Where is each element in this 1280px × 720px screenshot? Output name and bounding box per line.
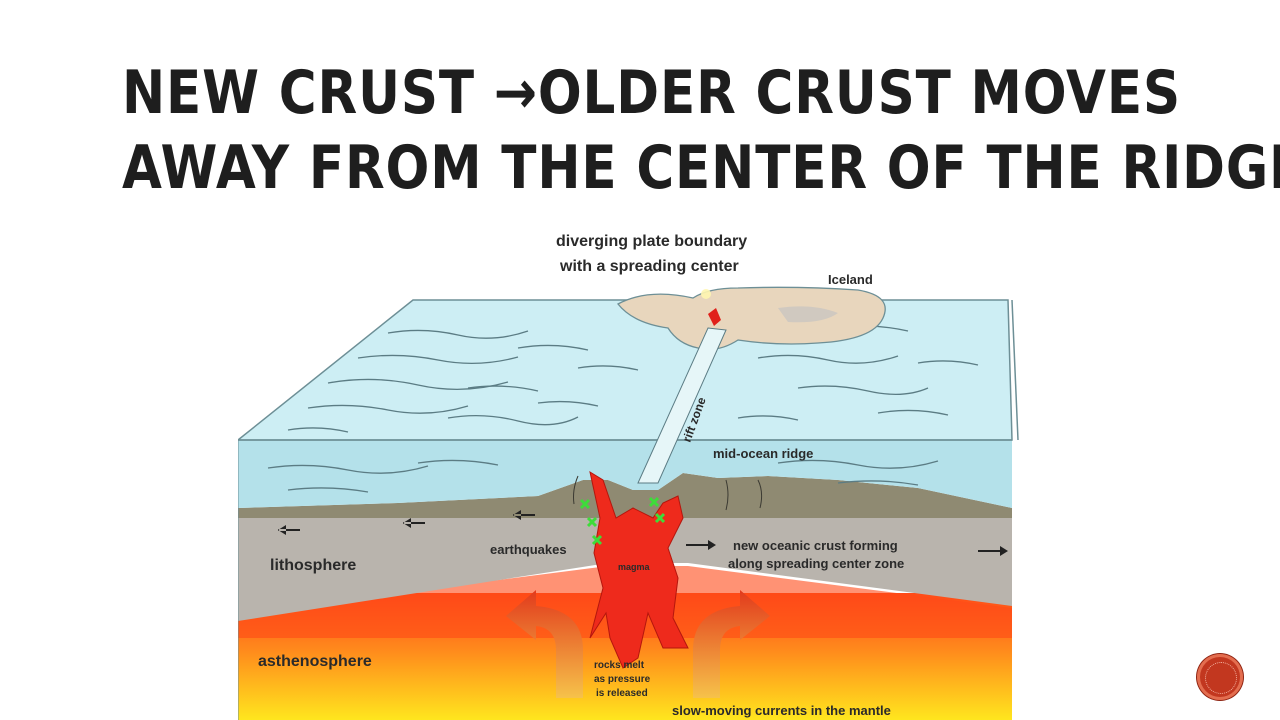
plate-boundary-diagram: diverging plate boundary with a spreadin… [238, 218, 1038, 720]
wave-lines [267, 325, 979, 493]
rift-zone-band [637, 327, 727, 484]
rocks-melt-label-line-2: as pressure [594, 674, 651, 685]
iceland-label: Iceland [828, 272, 873, 287]
slow-currents-label: slow-moving currents in the mantle [672, 703, 891, 718]
spreading-arrows-left [278, 510, 535, 535]
lithosphere-layer [238, 508, 1012, 621]
iceland-island [617, 286, 886, 351]
mantle-current-arrow-right [693, 590, 770, 698]
rocks-melt-label-line-1: rocks melt [594, 660, 645, 671]
earthquake-marks [579, 496, 666, 546]
asthenosphere-label: asthenosphere [258, 653, 372, 670]
earthquakes-label: earthquakes [490, 542, 567, 557]
magma-label: magma [618, 562, 651, 572]
new-crust-label-line-2: along spreading center zone [728, 556, 904, 571]
slide-title-line-2: away from the center of the ridge [122, 133, 1280, 203]
slide-title: New crust →older crust moves away from t… [122, 56, 1280, 206]
seafloor-crust [238, 473, 1012, 518]
slide-title-line-1: New crust →older crust moves [122, 58, 1181, 128]
ocean-front [238, 440, 1012, 508]
ocean-surface [238, 299, 1013, 441]
mid-ocean-ridge-label: mid-ocean ridge [713, 446, 813, 461]
lithosphere-label: lithosphere [270, 557, 356, 574]
header-label-line-1: diverging plate boundary [556, 233, 747, 250]
mantle-current-arrow-left [506, 590, 583, 698]
rocks-melt-label-line-3: is released [596, 688, 648, 699]
spreading-arrows-right [686, 540, 1008, 556]
slide-nav-button[interactable] [1197, 654, 1243, 700]
header-label-line-2: with a spreading center [559, 258, 739, 275]
new-crust-label-line-1: new oceanic crust forming [733, 538, 898, 553]
